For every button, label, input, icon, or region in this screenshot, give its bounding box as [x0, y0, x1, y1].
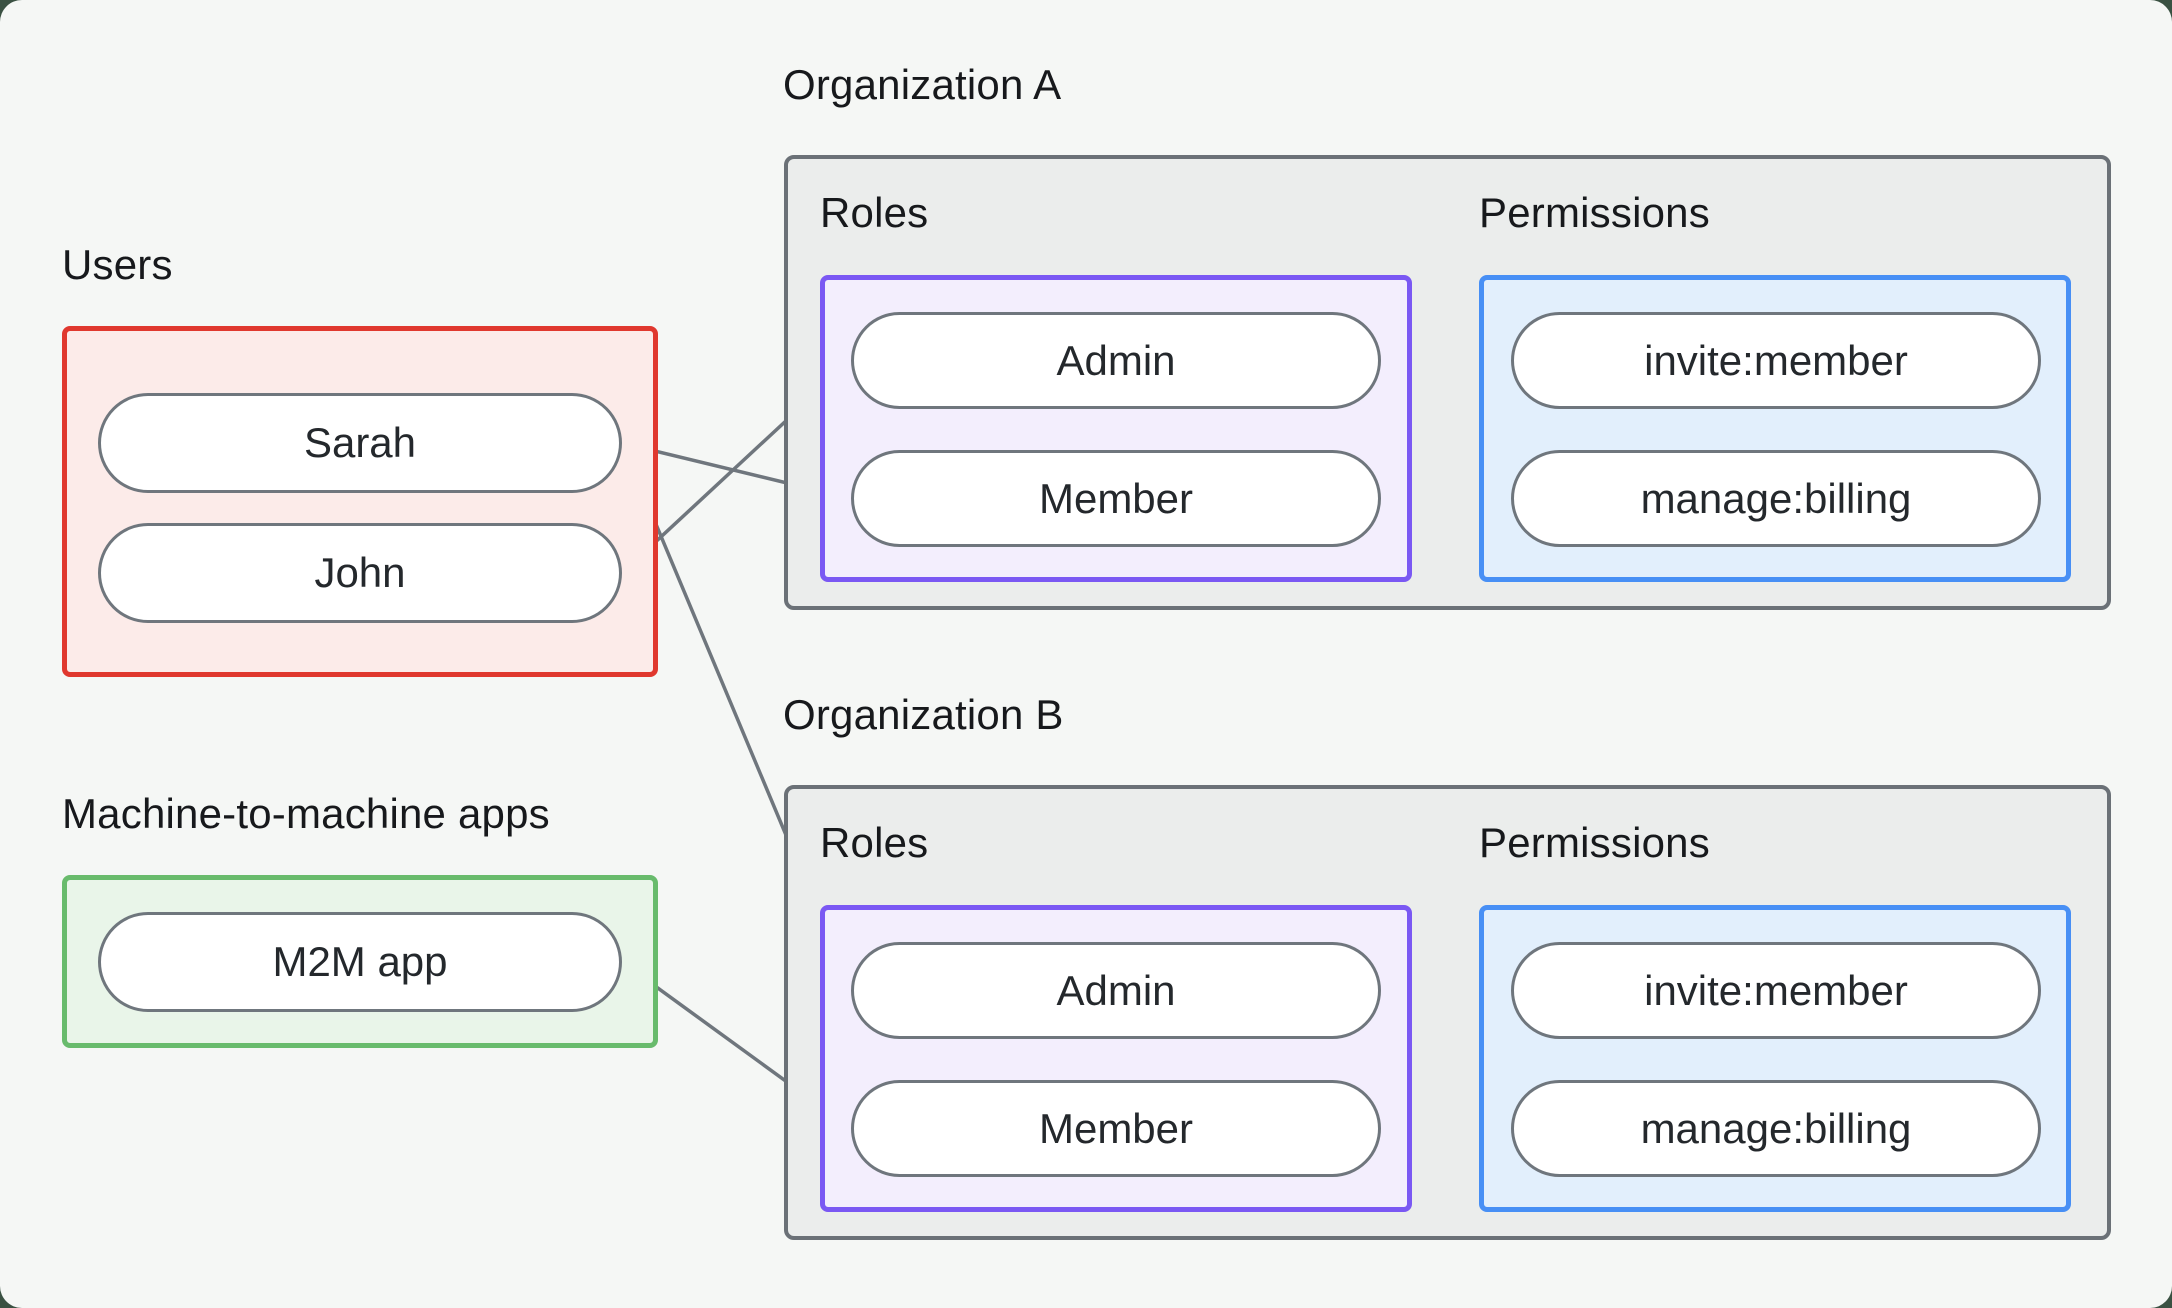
org-b-role-admin: Admin [851, 942, 1381, 1039]
m2m-pill: M2M app [98, 912, 622, 1012]
org-b-role-member: Member [851, 1080, 1381, 1177]
org-a-permission-manage-billing: manage:billing [1511, 450, 2041, 547]
org-b-permission-manage-billing: manage:billing [1511, 1080, 2041, 1177]
m2m-title: Machine-to-machine apps [62, 790, 550, 837]
user-pill-sarah: Sarah [98, 393, 622, 493]
users-title: Users [62, 241, 173, 288]
org-a-role-admin: Admin [851, 312, 1381, 409]
org-b-roles-title: Roles [820, 819, 929, 866]
org-b-title: Organization B [783, 691, 1064, 738]
org-a-permissions-title: Permissions [1479, 189, 1710, 236]
user-pill-john: John [98, 523, 622, 623]
users-group-box [62, 326, 658, 677]
org-b-permission-invite-member: invite:member [1511, 942, 2041, 1039]
org-a-roles-title: Roles [820, 189, 929, 236]
org-a-role-member: Member [851, 450, 1381, 547]
org-b-permissions-title: Permissions [1479, 819, 1710, 866]
org-a-permission-invite-member: invite:member [1511, 312, 2041, 409]
org-a-title: Organization A [783, 61, 1062, 108]
